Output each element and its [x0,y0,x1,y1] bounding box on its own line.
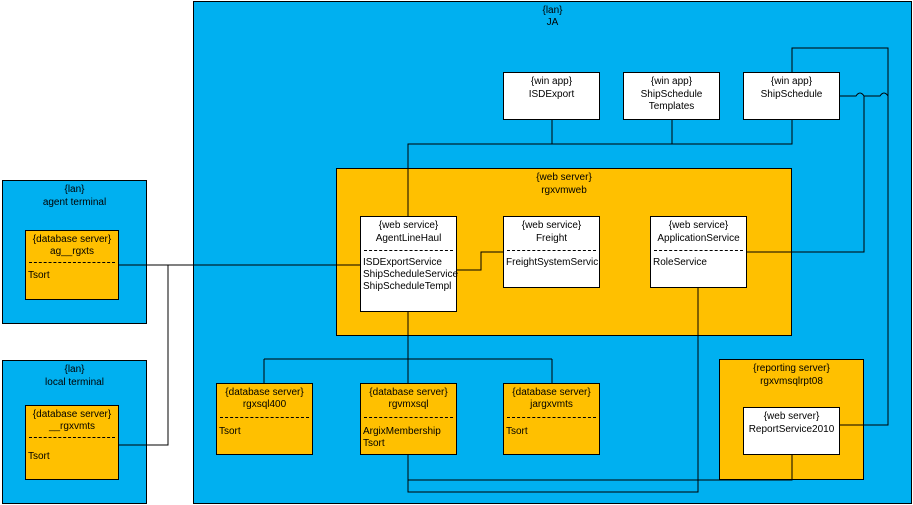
rpt-server-name: rgxvmsqlrpt08 [760,376,823,387]
rpt-server-stereotype: {reporting server} [753,363,830,374]
db-mxsql-member: Tsort [363,438,385,449]
win-app-isdexport: {win app} ISDExport [503,72,600,120]
connector-winapp-bus [407,120,793,216]
web-service-agentlinehaul: {web service} AgentLineHaul ISDExportSer… [360,216,459,312]
db-mxsql-name: rgvmxsql [388,399,429,410]
divider [654,250,743,251]
divider [29,437,115,438]
lan-ja-stereotype: {lan} [542,5,563,16]
web-service-applicationservice: {web service} ApplicationService RoleSer… [650,216,747,288]
lan-ja-name: JA [546,17,559,28]
db-jarg-name: jargxvmts [530,399,573,410]
svc-app-stereotype: {web service} [668,220,729,231]
svc-freight-stereotype: {web service} [521,220,582,231]
db-server-rgxsql400: {database server} rgxsql400 Tsort [216,383,313,455]
lan-agent-stereotype: {lan} [64,184,85,195]
svc-freight-name: Freight [535,233,568,244]
db-sql400-member: Tsort [219,426,241,437]
web-server-stereotype: {web server} [536,172,592,183]
svc-agent-member: ISDExportService [363,257,442,268]
db-server-rgvmxsql: {database server} rgvmxsql ArgixMembersh… [360,383,457,455]
connector-report-bottom [408,455,793,481]
db-mxsql-stereotype: {database server} [369,387,448,398]
db-sql400-name: rgxsql400 [242,399,287,410]
lan-local-stereotype: {lan} [64,364,85,375]
divider [220,417,309,418]
win-app-shipschedule: {win app} ShipSchedule [743,72,840,120]
svc-agent-member: ShipScheduleService [363,269,459,280]
lan-agent-name: agent terminal [42,197,107,208]
connector-local-db [119,265,169,446]
win-sst-stereotype: {win app} [650,76,693,87]
db-jarg-member: Tsort [506,426,528,437]
win-sst-name2: Templates [648,101,695,112]
win-sst-name: ShipSchedule [640,89,703,100]
db-sql400-stereotype: {database server} [225,387,304,398]
connector-db-bus [263,312,553,383]
divider [507,417,596,418]
svc-agent-stereotype: {web service} [378,220,439,231]
lan-local-name: local terminal [45,377,104,388]
connector-shipschedule-right [840,92,889,97]
svc-freight-member: FreightSystemServic [506,257,599,268]
connector-app-bottom [407,288,699,493]
web-service-freight: {web service} Freight FreightSystemServi… [503,216,600,288]
db-server-agent: {database server} ag__rgxts Tsort [25,230,119,300]
win-isd-stereotype: {win app} [530,76,573,87]
connector-top-loop [791,47,889,426]
win-ss-name: ShipSchedule [760,89,823,100]
db-local-name: __rgxvmts [48,421,96,432]
win-app-shipschedule-templates: {win app} ShipSchedule Templates [623,72,720,120]
db-local-stereotype: {database server} [32,409,112,420]
divider [364,250,453,251]
connector-app-right [747,96,865,253]
svc-app-name: ApplicationService [657,233,740,244]
svc-agent-member: ShipScheduleTempl [363,281,452,292]
db-agent-member: Tsort [28,270,50,281]
connector-agent-freight [457,251,503,271]
win-isd-name: ISDExport [528,89,575,100]
db-agent-name: ag__rgxts [50,246,94,257]
win-ss-stereotype: {win app} [770,76,813,87]
web-server-reportservice: {web server} ReportService2010 [743,407,840,455]
divider [364,417,453,418]
svc-app-member: RoleService [653,257,707,268]
db-mxsql-member: ArgixMembership [363,426,441,437]
divider [29,262,115,263]
svc-agent-name: AgentLineHaul [375,233,442,244]
db-server-jargxvmts: {database server} jargxvmts Tsort [503,383,600,455]
divider [507,250,596,251]
rpt-web-name: ReportService2010 [748,424,835,435]
db-server-local: {database server} __rgxvmts Tsort [25,405,119,480]
db-agent-stereotype: {database server} [32,234,112,245]
web-server-name: rgxvmweb [541,185,587,196]
rpt-web-stereotype: {web server} [763,411,820,422]
db-jarg-stereotype: {database server} [512,387,591,398]
db-local-member: Tsort [28,451,50,462]
